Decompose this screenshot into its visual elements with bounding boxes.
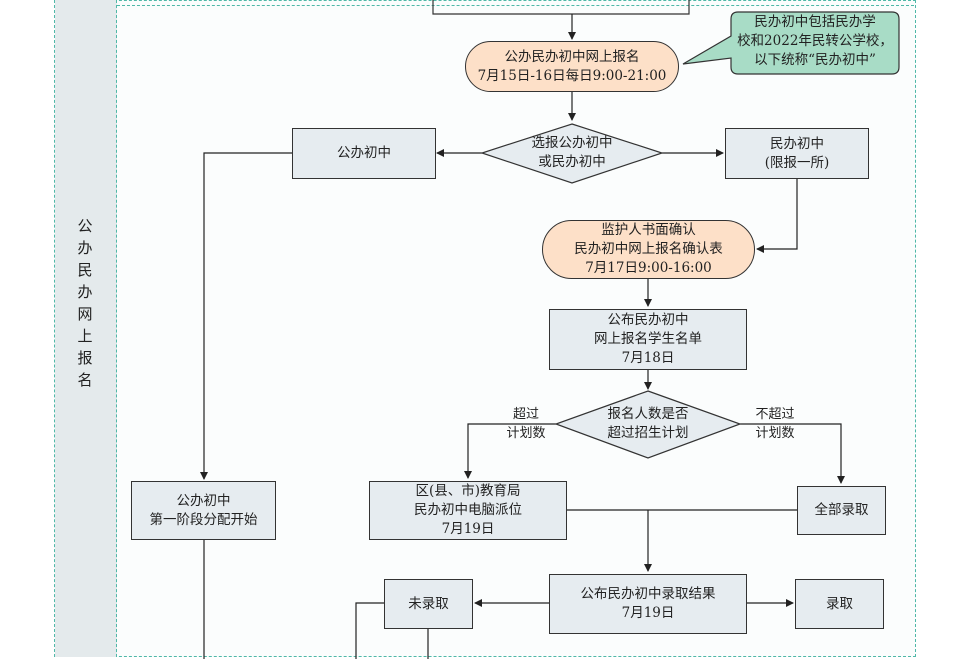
swimlane-label-char: 民 bbox=[77, 261, 93, 279]
swimlane-label: 公办民办网上报名 bbox=[72, 215, 98, 391]
swimlane-label-char: 公 bbox=[77, 217, 93, 235]
edge-exceed-to-all bbox=[740, 423, 845, 484]
publish-list-node: 公布民办初中 网上报名学生名单 7月18日 bbox=[549, 309, 747, 370]
admitted-node: 录取 bbox=[795, 579, 884, 629]
edge-not-left-down bbox=[355, 602, 384, 659]
callout-shape bbox=[682, 11, 900, 75]
edge-public-to-stage1 bbox=[200, 152, 292, 480]
callout-note: 民办初中包括民办学 校和2022年民转公学校， 以下统称“民办初中” bbox=[737, 14, 893, 68]
exceed-label: 报名人数是否 超过招生计划 bbox=[607, 406, 689, 441]
lottery-node: 区(县、市)教育局 民办初中电脑派位 7月19日 bbox=[369, 481, 567, 540]
swimlane-label-char: 办 bbox=[77, 239, 93, 257]
exceed-diamond bbox=[554, 390, 742, 459]
swimlane-label-char: 报 bbox=[77, 349, 93, 367]
not-over-label: 不超过 计划数 bbox=[755, 407, 795, 441]
edge-private-to-confirm bbox=[756, 178, 798, 253]
swimlane-border bbox=[54, 0, 916, 657]
guardian-confirm-node: 监护人书面确认 民办初中网上报名确认表 7月17日9:00-16:00 bbox=[542, 220, 755, 279]
choose-label: 选报公办初中 或民办初中 bbox=[531, 135, 613, 170]
top-box-remnant bbox=[432, 0, 690, 15]
all-admit-node: 全部录取 bbox=[797, 486, 886, 535]
swimlane-label-char: 办 bbox=[77, 283, 93, 301]
over-label: 超过 计划数 bbox=[506, 407, 546, 441]
swimlane-label-char: 上 bbox=[77, 327, 93, 345]
not-admitted-node: 未录取 bbox=[384, 579, 473, 629]
swimlane-label-char: 名 bbox=[77, 371, 93, 389]
choose-diamond bbox=[480, 123, 664, 184]
public-node: 公办初中 bbox=[292, 128, 436, 179]
apply-online-node: 公办民办初中网上报名 7月15日-16日每日9:00-21:00 bbox=[465, 41, 679, 92]
swimlane-top-divider bbox=[117, 5, 914, 6]
publish-result-node: 公布民办初中录取结果 7月19日 bbox=[549, 574, 747, 634]
swimlane-label-char: 网 bbox=[77, 305, 93, 323]
public-stage1-node: 公办初中 第一阶段分配开始 bbox=[131, 481, 276, 540]
edge-exceed-to-lottery bbox=[464, 423, 556, 479]
private-node: 民办初中 (限报一所) bbox=[725, 128, 869, 179]
swimlane-label-column bbox=[55, 0, 117, 657]
